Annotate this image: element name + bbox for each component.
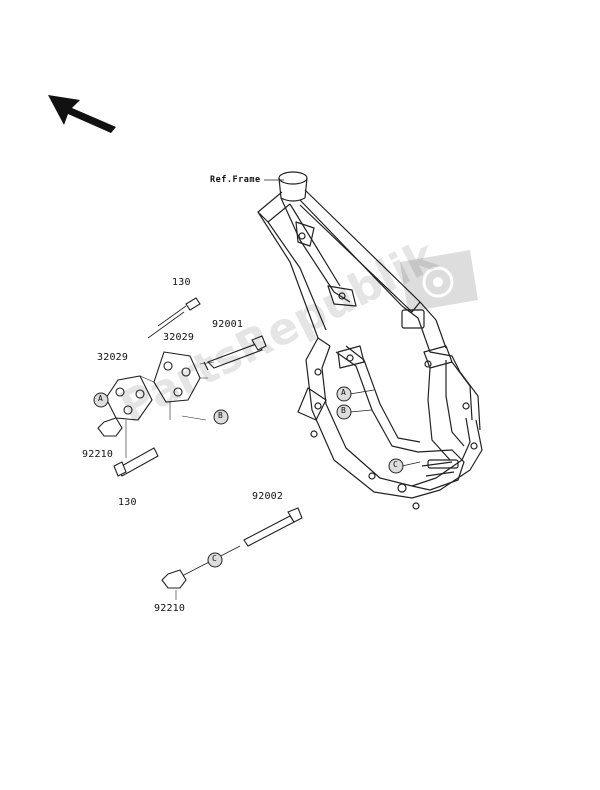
frame-drawing <box>257 171 483 510</box>
marker-c-bottom: C <box>212 554 218 563</box>
watermark-gear-icon <box>400 250 478 312</box>
marker-c-frame-icon <box>388 458 404 474</box>
part-92001-label: 92001 <box>212 319 244 330</box>
part-92002-label: 92002 <box>252 491 284 502</box>
marker-c-bottom-icon <box>207 552 223 568</box>
direction-arrow-icon <box>48 95 116 133</box>
marker-a-frame: A <box>341 388 347 397</box>
marker-a-left-icon <box>93 392 109 408</box>
frame-marker-leaders <box>349 389 421 467</box>
part-92210-left-label: 92210 <box>82 449 114 460</box>
marker-b-frame: B <box>341 406 347 415</box>
left-mount-parts <box>97 297 267 477</box>
marker-a-frame-icon <box>336 386 352 402</box>
marker-c-frame: C <box>393 460 399 469</box>
ref-frame-label: Ref.Frame <box>210 175 261 185</box>
part-32029-right-label: 32029 <box>163 332 195 343</box>
bottom-bolt-parts <box>161 507 303 600</box>
marker-b-left: B <box>218 411 224 420</box>
marker-b-frame-icon <box>336 404 352 420</box>
part-130-top-label: 130 <box>172 277 191 288</box>
part-92210-bottom-label: 92210 <box>154 603 186 614</box>
marker-a-left: A <box>98 394 104 403</box>
part-130-bottom-label: 130 <box>118 497 137 508</box>
part-32029-left-label: 32029 <box>97 352 129 363</box>
marker-b-left-icon <box>213 409 229 425</box>
